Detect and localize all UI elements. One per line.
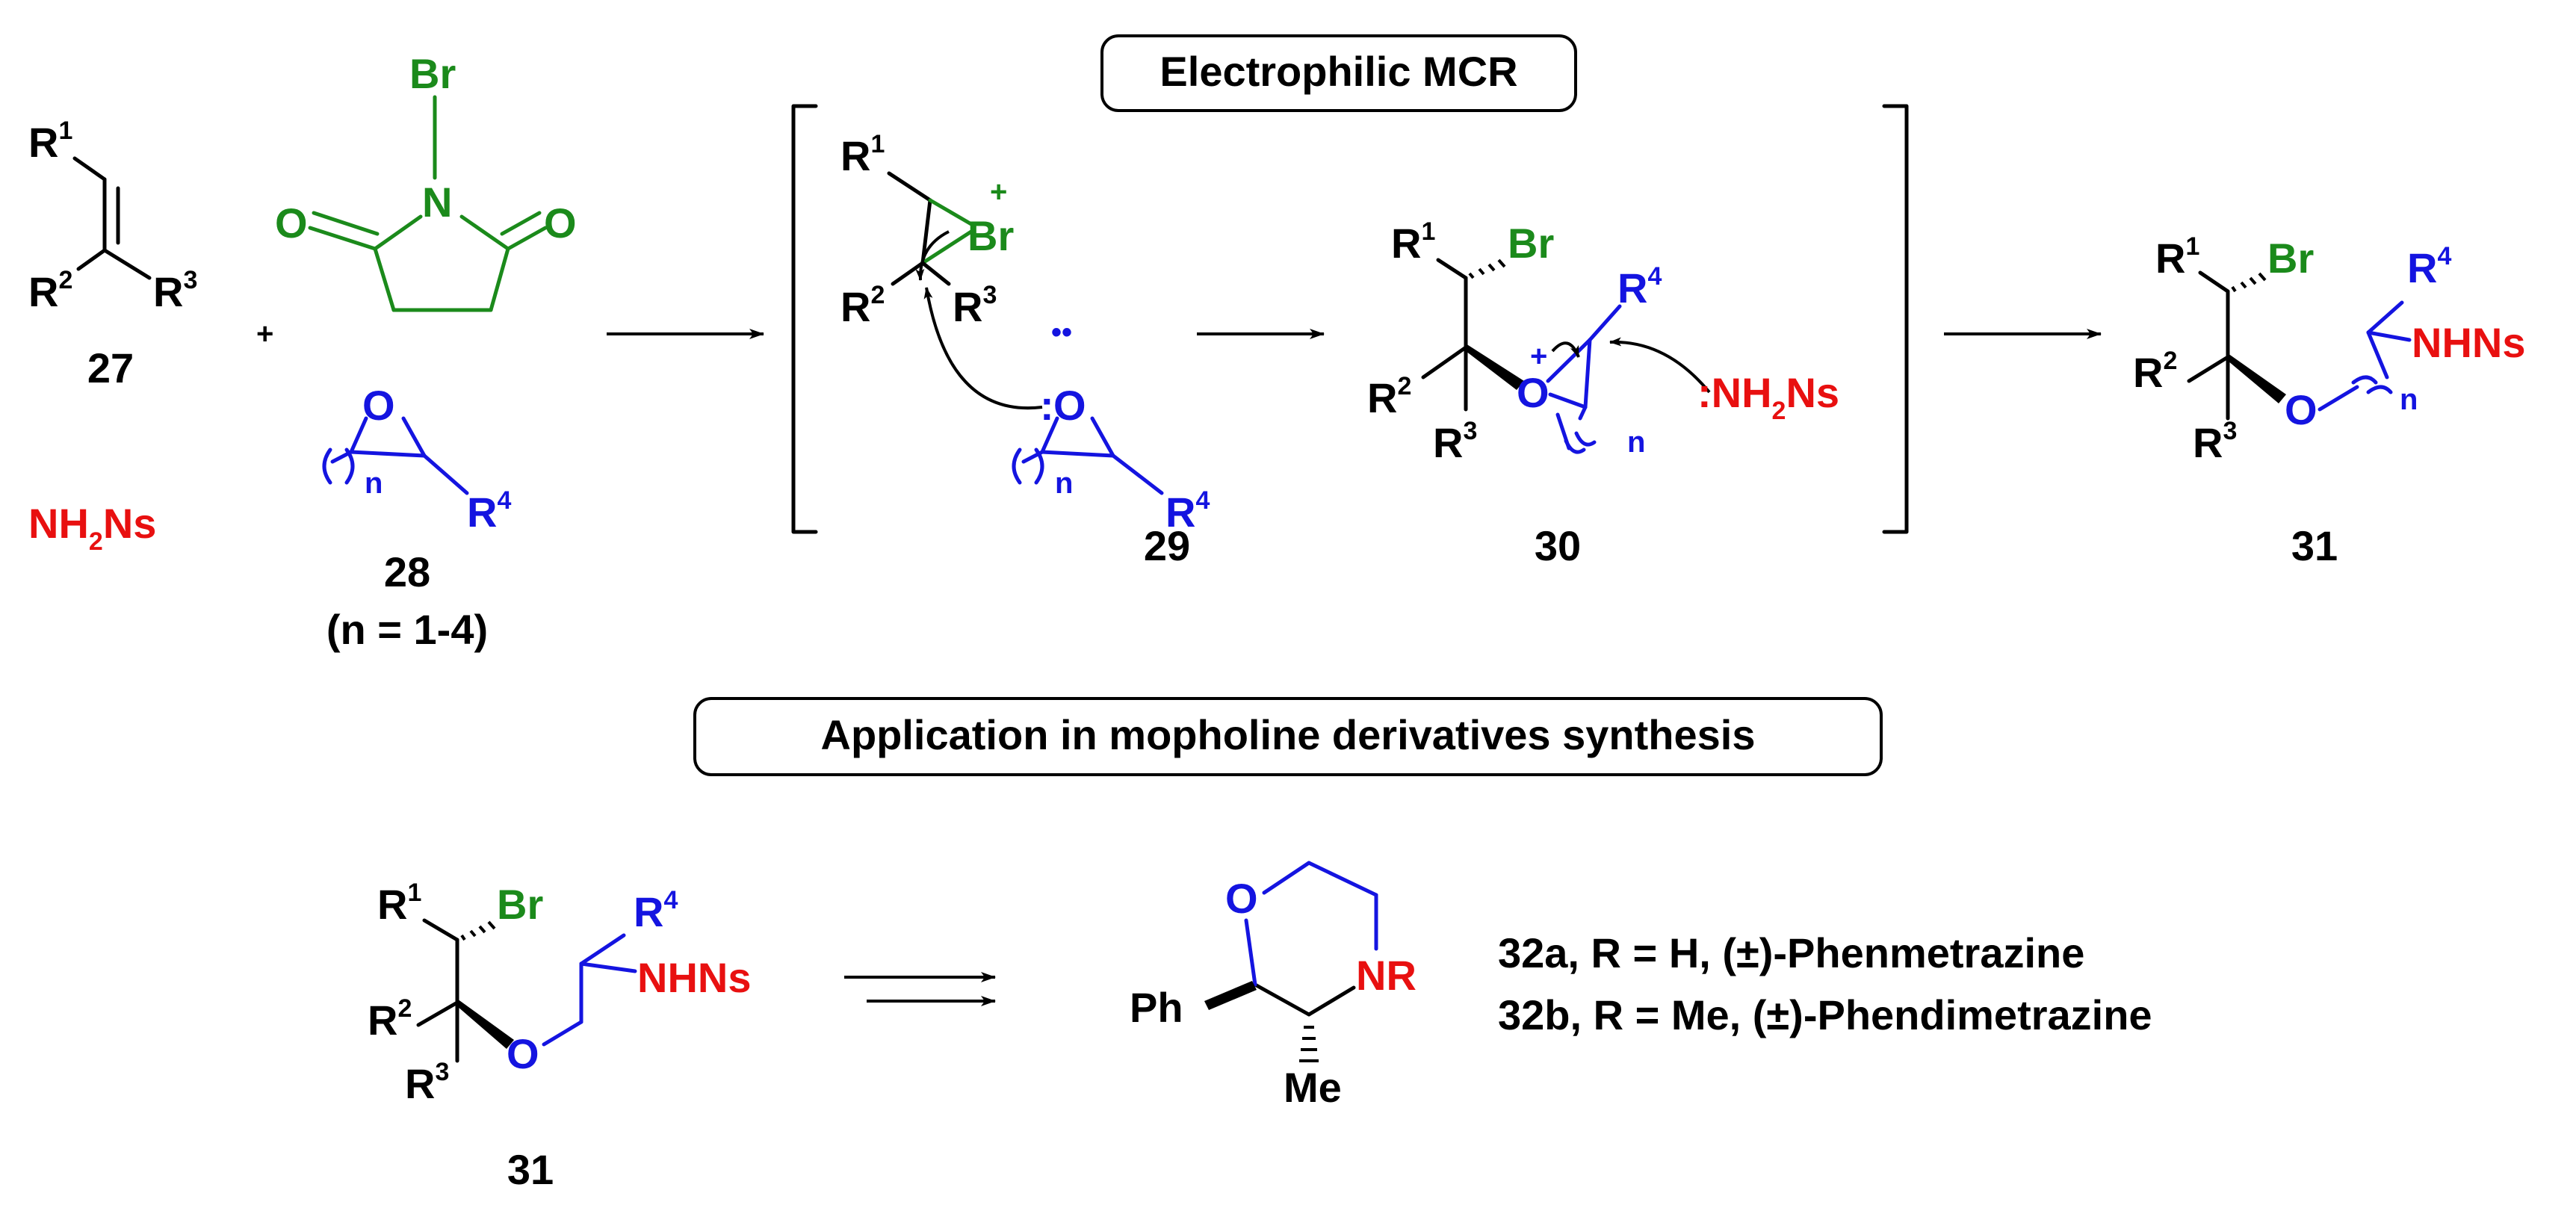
multistep-arrow [844, 972, 996, 1006]
r1-label: R1 [377, 879, 421, 928]
nbs-o-left: O [275, 199, 308, 247]
intermediate-29: R1 Br + R2 R3 29 [840, 130, 1190, 569]
title-box-application: Application in mopholine derivatives syn… [693, 697, 1883, 776]
oxonium-o: O [1517, 369, 1549, 416]
bracket-right [1882, 104, 1909, 534]
compound-28-note: (n = 1-4) [326, 606, 488, 653]
compound-label-31: 31 [2291, 522, 2338, 569]
r4-label: R4 [1617, 262, 1662, 312]
r3-label: R3 [1433, 417, 1477, 466]
nhns-label: NHNs [637, 954, 751, 1001]
br-label: Br [497, 881, 543, 928]
ring-size-n: n [365, 467, 383, 500]
ether-lone-pair: •• [1051, 316, 1072, 349]
product-32a: 32a, R = H, (±)-Phenmetrazine [1498, 929, 2084, 976]
plus-sign: + [256, 318, 273, 350]
r2-label: R2 [840, 281, 885, 330]
attacking-ether: •• : O n R4 [1012, 316, 1210, 536]
ether-o: O [362, 382, 395, 429]
intermediate-30: R1 Br R2 R3 O + R4 n :NH2Ns 30 [1367, 217, 1839, 569]
ring-size-n: n [1627, 426, 1645, 459]
r3-label: R3 [153, 266, 197, 315]
bracket-left [791, 104, 818, 534]
r2-label: R2 [1367, 372, 1411, 421]
r1-label: R1 [1391, 217, 1435, 267]
compound-27: R1 R2 R3 27 [28, 117, 197, 391]
morpholine-32: O NR Ph Me [1130, 861, 1417, 1111]
nbs-br: Br [409, 50, 456, 97]
compound-label-28: 28 [384, 548, 430, 595]
compound-label-27: 27 [87, 344, 134, 391]
nhns-label: NHNs [2412, 319, 2525, 366]
title-box-electrophilic-mcr: Electrophilic MCR [1100, 34, 1577, 112]
title-electrophilic-mcr: Electrophilic MCR [1159, 48, 1517, 95]
nbs-n: N [422, 179, 452, 226]
r3-label: R3 [953, 281, 997, 330]
ether-colon: : [1040, 382, 1054, 429]
r4-label: R4 [634, 886, 678, 935]
oxonium-charge: + [1530, 340, 1547, 373]
r2-label: R2 [2133, 347, 2177, 396]
product-32b: 32b, R = Me, (±)-Phendimetrazine [1498, 991, 2152, 1038]
br-label: Br [2267, 235, 2314, 282]
nbs-o-right: O [544, 199, 577, 247]
chain-n: n [2400, 383, 2418, 416]
ether-o: O [507, 1030, 539, 1077]
morpholine-nr: NR [1356, 952, 1417, 999]
compound-label-29: 29 [1144, 522, 1190, 569]
r4-label: R4 [1165, 486, 1210, 536]
r4-label: R4 [2407, 242, 2451, 291]
nbs-reagent: Br N O O [275, 50, 577, 312]
bromonium-charge: + [990, 176, 1007, 208]
r2-label: R2 [368, 994, 412, 1044]
ph-label: Ph [1130, 984, 1183, 1031]
morpholine-o: O [1225, 875, 1258, 922]
reagent-nh2ns-left: NH2Ns [28, 500, 156, 556]
r4-label: R4 [467, 486, 511, 536]
r3-label: R3 [2193, 417, 2237, 466]
me-label: Me [1284, 1064, 1342, 1111]
r2-label: R2 [28, 266, 72, 315]
r1-label: R1 [840, 130, 885, 179]
compound-label-30: 30 [1535, 522, 1581, 569]
ether-o: O [1053, 382, 1086, 429]
compound-label-31-bottom: 31 [507, 1146, 554, 1193]
r1-label: R1 [2155, 232, 2199, 282]
r1-label: R1 [28, 117, 72, 166]
reagent-nh2ns-attack: :NH2Ns [1697, 369, 1839, 425]
product-31-bottom: R1 Br R2 R3 O R4 NHNs 31 [368, 879, 751, 1193]
compound-28: O n R4 28 (n = 1-4) [322, 382, 511, 653]
r3-label: R3 [405, 1058, 449, 1107]
ether-o: O [2285, 386, 2318, 433]
title-application: Application in mopholine derivatives syn… [821, 711, 1756, 758]
br-label: Br [1508, 220, 1554, 267]
product-31-top: R1 Br R2 R3 O n R4 NHNs 31 [2133, 232, 2525, 569]
bromonium-br: Br [967, 212, 1014, 259]
ring-size-n: n [1055, 467, 1073, 500]
